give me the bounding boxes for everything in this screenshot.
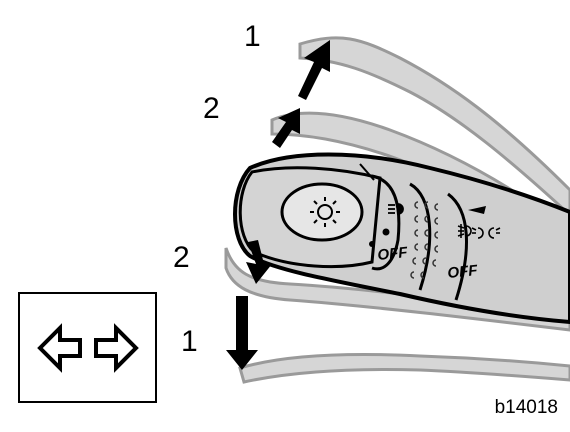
knob-dot-marker <box>369 241 375 247</box>
headlight-ring <box>371 174 401 271</box>
turn-indicator-box <box>18 292 157 403</box>
front-rear-fog-icon <box>471 227 501 239</box>
right-arrow-icon <box>94 323 139 373</box>
ring-knurling <box>410 201 439 279</box>
left-arrow-icon <box>37 323 82 373</box>
fog-light-icon <box>457 224 472 238</box>
figure-code: b14018 <box>494 397 558 418</box>
turn-signal-lever: OFF OFF <box>233 152 570 325</box>
fog-ring-right-edge <box>447 192 468 301</box>
ghost-lever-top-2 <box>270 111 570 252</box>
off-label-main: OFF <box>377 244 409 264</box>
label-position-1-down: 1 <box>181 325 198 358</box>
arrow-up-position-1 <box>298 40 330 100</box>
label-position-1-up: 1 <box>244 20 261 53</box>
headlight-beam-icon <box>388 203 404 215</box>
ring-divider <box>359 163 375 181</box>
light-symbol-icon <box>310 197 340 227</box>
ring-dot-marker <box>382 228 390 236</box>
ghost-lever-bottom-1 <box>238 353 570 384</box>
ring-arrow-marker <box>468 206 486 214</box>
fog-ring-left-edge <box>409 182 432 291</box>
arrow-up-position-2 <box>272 108 300 148</box>
arrow-down-position-2 <box>246 240 272 284</box>
label-position-2-down: 2 <box>173 241 190 274</box>
headlight-knob-oval <box>280 182 364 242</box>
off-label-outer: OFF <box>447 262 479 282</box>
arrow-down-position-1 <box>226 296 258 370</box>
label-position-2-up: 2 <box>203 92 220 125</box>
